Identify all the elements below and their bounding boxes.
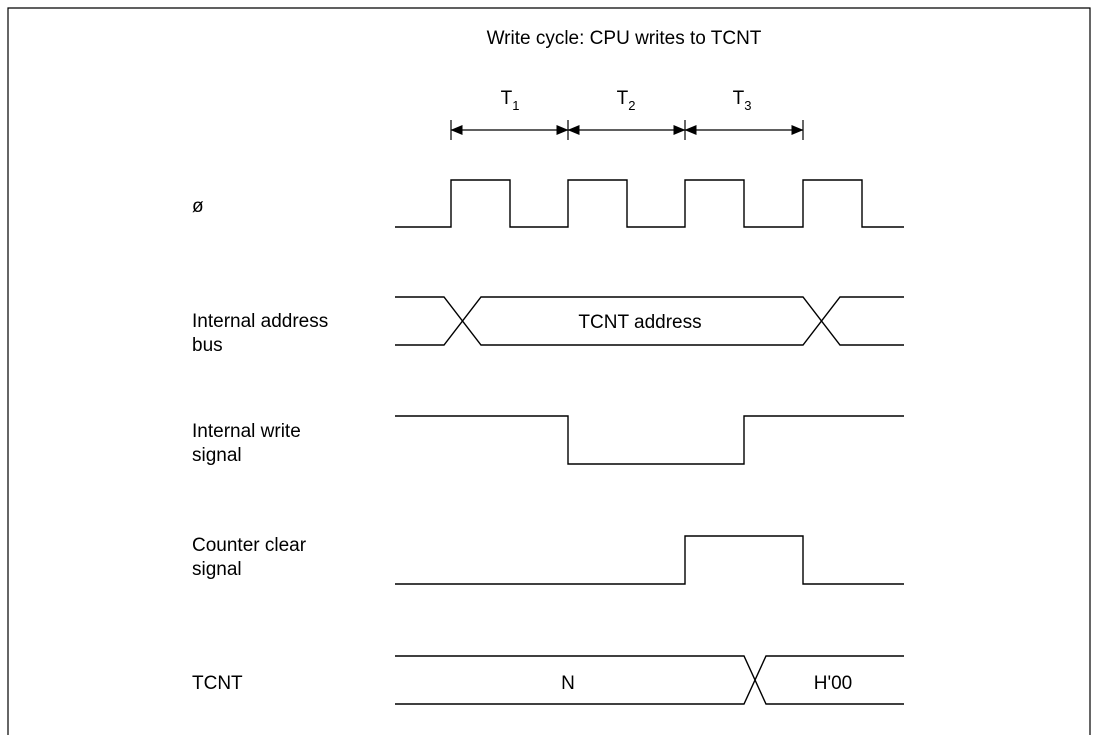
period-label-t1: T1: [501, 88, 520, 113]
clock-label: ø: [192, 196, 204, 217]
address-bus-value: TCNT address: [578, 312, 701, 333]
address-bus-label: Internal address bus: [192, 311, 334, 356]
tcnt-lower-edge: [395, 655, 904, 705]
clear-signal-label: Counter clear signal: [192, 535, 311, 580]
period-label-t2: T2: [617, 88, 636, 113]
address-bus-upper-edge: [395, 296, 904, 346]
tcnt-label: TCNT: [192, 673, 243, 694]
clock-waveform: [395, 179, 904, 228]
tcnt-value-after: H'00: [814, 673, 852, 694]
write-signal-waveform: [395, 415, 904, 465]
write-signal-label: Internal write signal: [192, 421, 306, 466]
tcnt-value-before: N: [561, 673, 575, 694]
period-label-t3: T3: [733, 88, 752, 113]
address-bus-lower-edge: [395, 296, 904, 346]
clear-signal-waveform: [395, 535, 904, 585]
diagram-title: Write cycle: CPU writes to TCNT: [487, 28, 762, 49]
diagram-frame: [7, 7, 1091, 735]
